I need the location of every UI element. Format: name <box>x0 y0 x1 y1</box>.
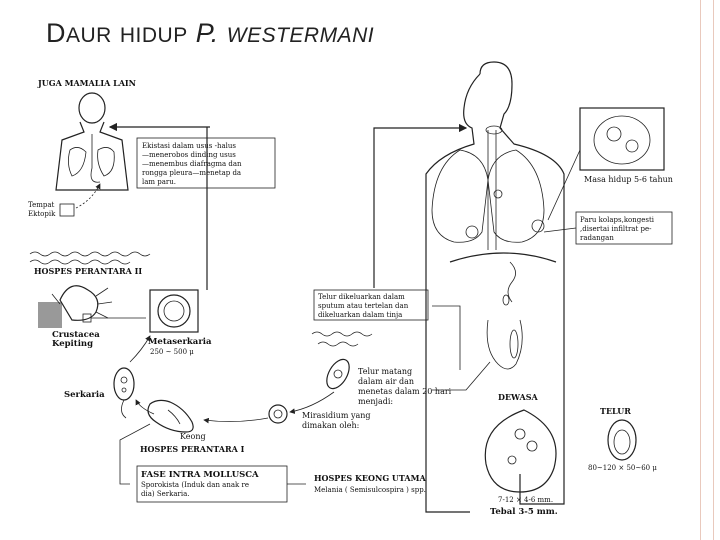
snail-label: Keong <box>180 432 206 441</box>
ectopic-arrow <box>75 183 101 209</box>
egg-release-box <box>313 289 429 321</box>
first-host-label: HOSPES PERANTARA I <box>140 444 245 454</box>
title-word1-rest: AUR <box>66 24 112 47</box>
second-host-label: HOSPES PERANTARA II <box>34 266 142 276</box>
adult-thickness: Tebal 3-5 mm. <box>490 507 558 517</box>
snail-host-title: HOSPES KEONG UTAMA <box>314 473 426 483</box>
mollusca-phase-text: Sporokista (Induk dan anak re dia) Serka… <box>141 481 251 498</box>
metacercaria-label: Metaserkaria <box>148 337 212 347</box>
title-initial: D <box>46 18 66 48</box>
mollusca-connector <box>119 423 151 485</box>
arrow-miracidium-to-snail <box>203 417 269 424</box>
metacercaria-size: 250 ~ 500 μ <box>150 348 194 356</box>
title-species-initial: P. <box>195 18 219 48</box>
lung-inset-frame <box>579 107 665 171</box>
human-to-egg-box-line <box>432 361 491 391</box>
egg-label: TELUR <box>600 406 631 416</box>
lung-note-pointer <box>543 227 577 233</box>
snail-host-text: Melania ( Semisulcospira ) spp. <box>314 486 426 494</box>
title-species: WESTERMANI <box>226 24 375 47</box>
snail-figure <box>147 399 194 433</box>
egg-box-connector <box>432 305 461 370</box>
adult-label: DEWASA <box>498 392 538 402</box>
other-mammals-label: JUGA MAMALIA LAIN <box>37 78 136 88</box>
arrow-snail-to-cercaria <box>135 399 155 415</box>
water-waves-left <box>29 251 151 265</box>
egg-size: 80~120 × 50~60 μ <box>588 464 657 472</box>
mammal-figure <box>55 92 129 191</box>
excystation-box <box>136 137 276 189</box>
egg-figure <box>607 419 637 461</box>
ectopic-label-line2: Ektopik <box>28 210 56 218</box>
metacercaria-frame <box>149 289 199 333</box>
miracidium-text: Mirasidium yang dimakan oleh: <box>302 411 373 430</box>
cercaria-figure <box>113 367 135 419</box>
lung-cyst <box>593 115 651 165</box>
arrow-egg-to-miracidium <box>289 391 335 414</box>
water-waves-right <box>311 331 373 347</box>
mollusca-phase-title: FASE INTRA MOLLUSCA <box>141 470 259 480</box>
adult-worm <box>484 409 557 493</box>
crab-figure <box>38 285 113 328</box>
slide-side-border <box>700 0 714 540</box>
ectopic-site-box <box>59 203 75 217</box>
lung-text: Paru kolaps,kongesti ,disertai infiltrat… <box>580 216 656 242</box>
arrow-cercaria-to-crab <box>129 335 151 363</box>
arrow-to-human <box>373 123 468 288</box>
ectopic-label-line1: Tempat <box>28 201 55 209</box>
excystation-text: Ekistasi dalam usus -halus —menerobos di… <box>142 142 244 186</box>
lung-inset-pointer <box>547 149 581 221</box>
slide-title: DAUR HIDUP P. WESTERMANI <box>46 18 374 49</box>
mature-egg-text: Telur matang dalam air dan menetas dalam… <box>358 367 454 406</box>
crab-label: Kepiting <box>52 339 93 349</box>
human-figure <box>425 61 565 513</box>
mature-egg <box>326 358 350 390</box>
adult-size: 7-12 × 4-6 mm. <box>498 496 553 504</box>
egg-release-text: Telur dikeluarkan dalam sputum atau tert… <box>318 293 410 319</box>
title-word2: HIDUP <box>119 24 188 47</box>
metacercaria-cyst <box>157 294 191 328</box>
crustacea-label: Crustacea <box>52 330 100 340</box>
lifespan-label: Masa hidup 5-6 tahun <box>584 175 673 184</box>
miracidium <box>268 404 288 424</box>
cercaria-label: Serkaria <box>64 390 105 400</box>
